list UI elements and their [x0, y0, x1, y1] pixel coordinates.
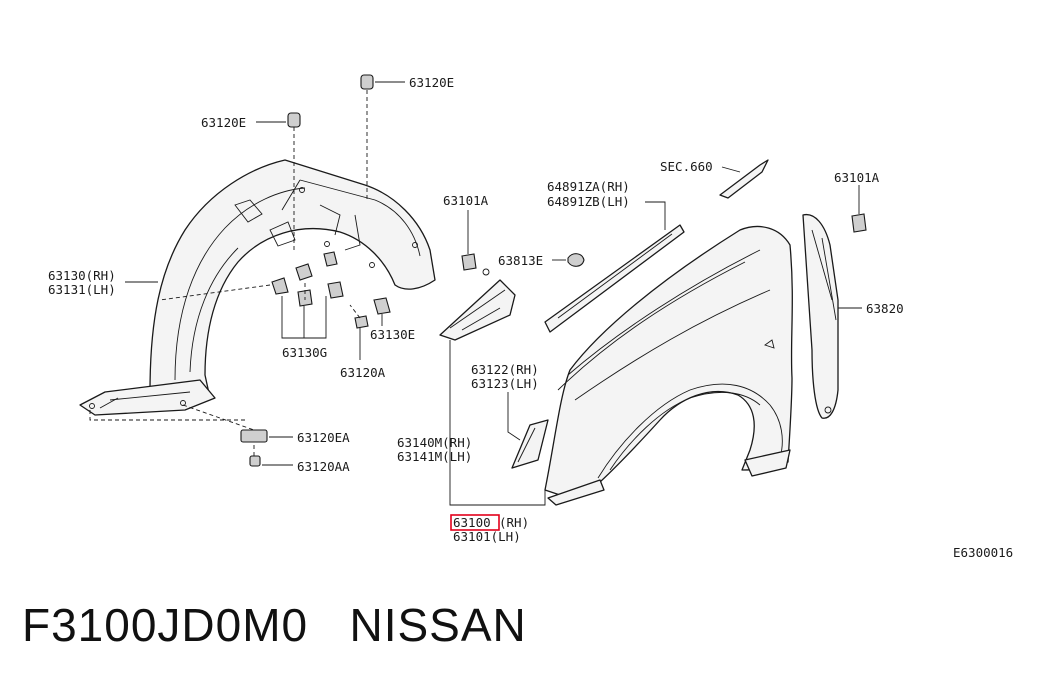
fender-bracket-illustration — [439, 210, 546, 506]
label-sec660: SEC.660 — [660, 159, 713, 174]
label-63100-code: 63100 — [453, 515, 491, 530]
label-63140m-rh: 63140M(RH) — [397, 435, 472, 450]
label-63120e-left: 63120E — [201, 115, 246, 130]
liner-assembly-dashes — [89, 90, 368, 456]
label-63130g: 63130G — [282, 345, 327, 360]
label-63131-lh: 63131(LH) — [48, 282, 116, 297]
label-63101a-right: 63101A — [834, 170, 880, 185]
caption-brand: NISSAN — [349, 599, 527, 651]
label-64891za-rh: 64891ZA(RH) — [547, 179, 630, 194]
label-63130e: 63130E — [370, 327, 415, 342]
front-fender-illustration — [507, 225, 793, 506]
label-63100-side: (RH) — [499, 515, 529, 530]
caption-spacer — [308, 599, 349, 651]
label-63120aa: 63120AA — [297, 459, 350, 474]
caption: F3100JD0M0 NISSAN — [22, 598, 527, 652]
label-63820: 63820 — [866, 301, 904, 316]
label-63141m-lh: 63141M(LH) — [397, 449, 472, 464]
label-63130-rh: 63130(RH) — [48, 268, 116, 283]
label-63101a-left: 63101A — [443, 193, 489, 208]
caption-part-number: F3100JD0M0 — [22, 599, 309, 651]
label-63123-lh: 63123(LH) — [471, 376, 539, 391]
label-63101-lh: 63101(LH) — [453, 529, 521, 544]
label-63813e: 63813E — [498, 253, 543, 268]
figure-id: E6300016 — [953, 545, 1013, 560]
fender-protector-illustration — [79, 159, 436, 416]
label-63120ea: 63120EA — [297, 430, 350, 445]
liner-leaders — [125, 81, 405, 466]
label-63120a: 63120A — [340, 365, 386, 380]
fender-seal-illustration — [802, 185, 867, 419]
label-63122-rh: 63122(RH) — [471, 362, 539, 377]
sec660-trim-illustration — [719, 159, 769, 199]
liner-clips — [240, 74, 391, 467]
label-63120e-top: 63120E — [409, 75, 454, 90]
label-64891zb-lh: 64891ZB(LH) — [547, 194, 630, 209]
fender-moulding-illustration — [544, 201, 685, 333]
highlight-box-63100 — [450, 514, 500, 531]
